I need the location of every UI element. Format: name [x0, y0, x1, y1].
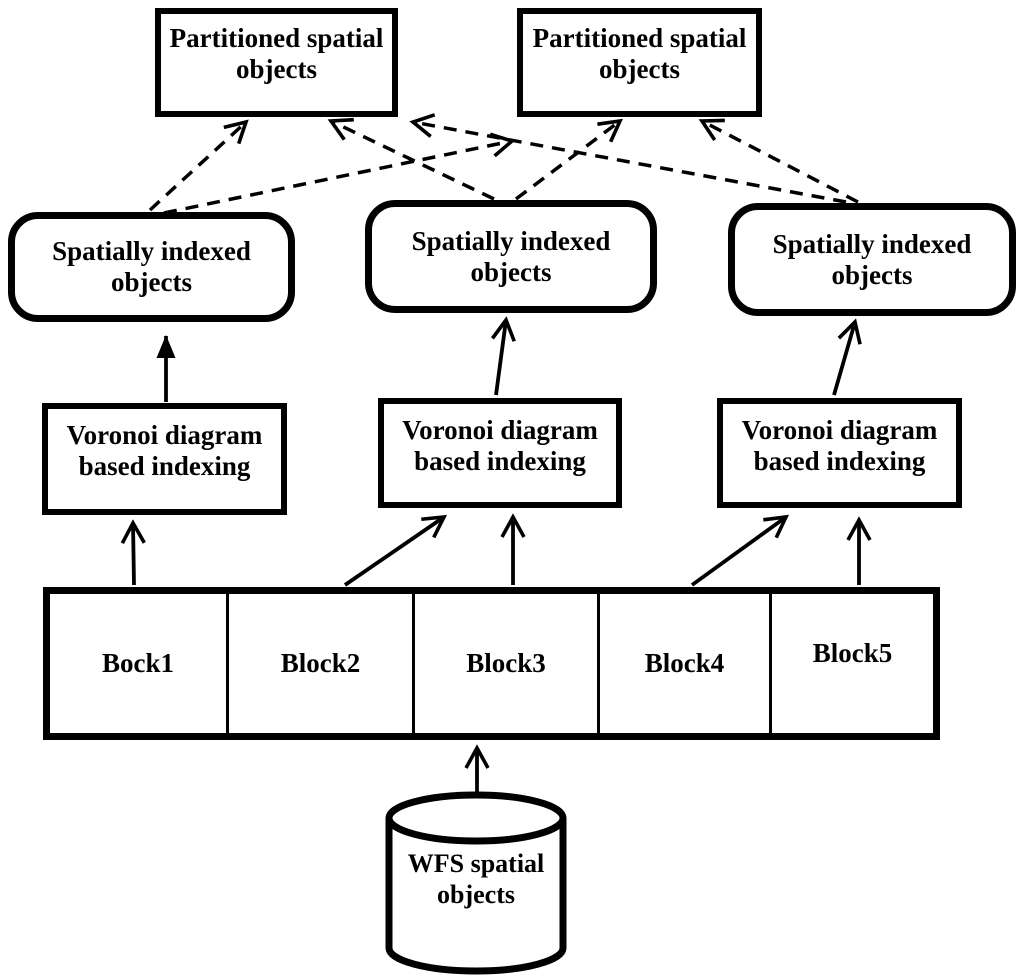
- datastore-label: WFS spatial objects: [407, 849, 545, 909]
- database-cylinder-icon: [385, 791, 567, 975]
- block-2-label: Block2: [280, 648, 361, 678]
- voronoi-box-1-label: Voronoi diagram based indexing: [66, 420, 263, 481]
- arrow-voronoi2-to-indexed2: [491, 316, 516, 396]
- spatially-indexed-objects-box-1: Spatially indexed objects: [8, 212, 295, 322]
- block-1-label: Bock1: [101, 648, 174, 678]
- dashed-arrow-indexed3-to-partitioned1: [409, 113, 847, 204]
- voronoi-indexing-box-3: Voronoi diagram based indexing: [717, 398, 962, 508]
- block-cell-5: Block5: [772, 594, 933, 733]
- voronoi-indexing-box-1: Voronoi diagram based indexing: [42, 403, 287, 515]
- dashed-arrow-indexed2-to-partitioned1: [327, 117, 495, 201]
- block-cell-2: Block2: [229, 594, 415, 733]
- blocks-row: Bock1 Block2 Block3 Block4 Block5: [43, 587, 940, 740]
- block-cell-4: Block4: [600, 594, 772, 733]
- spatially-indexed-box-2-label: Spatially indexed objects: [411, 225, 611, 287]
- spatially-indexed-objects-box-3: Spatially indexed objects: [728, 203, 1016, 316]
- partitioned-box-2-label: Partitioned spatial objects: [532, 23, 747, 84]
- block-5-label: Block5: [812, 638, 893, 668]
- block-4-label: Block4: [644, 648, 725, 678]
- dashed-arrow-indexed1-to-partitioned1: [148, 119, 249, 212]
- voronoi-indexing-box-2: Voronoi diagram based indexing: [378, 398, 622, 508]
- voronoi-box-2-label: Voronoi diagram based indexing: [402, 415, 598, 476]
- block-cell-3: Block3: [415, 594, 600, 733]
- dashed-arrow-indexed2-to-partitioned2: [514, 118, 623, 201]
- spatially-indexed-box-1-label: Spatially indexed objects: [52, 236, 251, 297]
- partitioned-spatial-objects-box-2: Partitioned spatial objects: [517, 8, 762, 117]
- spatially-indexed-box-3-label: Spatially indexed objects: [772, 228, 972, 290]
- dashed-arrow-indexed3-to-partitioned2: [698, 118, 859, 204]
- arrow-block1-to-voronoi1: [120, 519, 146, 586]
- voronoi-box-3-label: Voronoi diagram based indexing: [741, 415, 938, 476]
- partitioned-spatial-objects-box-1: Partitioned spatial objects: [155, 8, 398, 117]
- arrow-block2-to-voronoi2: [343, 514, 448, 587]
- dashed-arrow-indexed1-to-partitioned2: [163, 132, 516, 215]
- arrow-block4-to-voronoi3: [690, 514, 790, 587]
- block-3-label: Block3: [466, 648, 546, 678]
- partitioned-box-1-label: Partitioned spatial objects: [169, 23, 384, 84]
- spatially-indexed-objects-box-2: Spatially indexed objects: [365, 200, 657, 313]
- arrow-voronoi3-to-indexed3: [832, 318, 862, 396]
- block-cell-1: Bock1: [50, 594, 229, 733]
